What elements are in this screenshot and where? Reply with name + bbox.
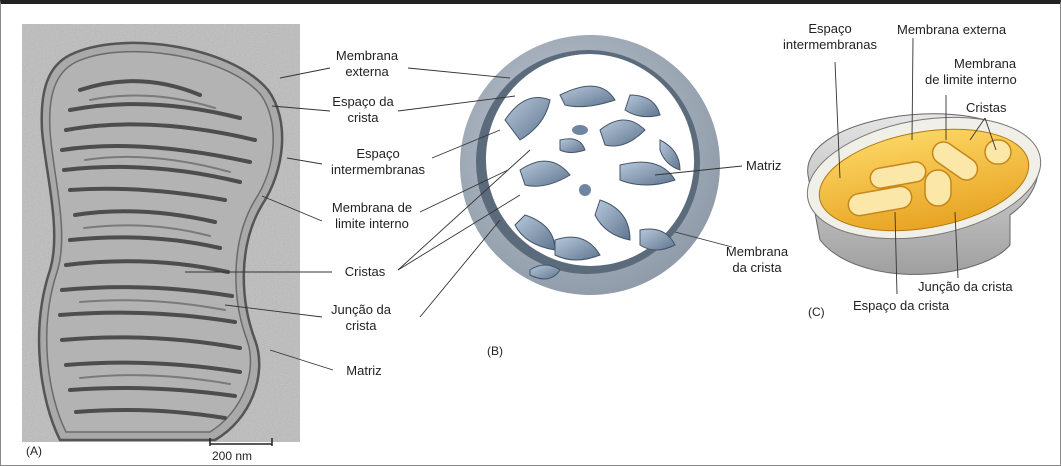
panel-b-tomogram xyxy=(439,14,740,315)
label-crista-space-2: crista xyxy=(347,110,379,125)
label-cristae: Cristas xyxy=(345,264,386,279)
label-outer-membrane-2: externa xyxy=(345,64,389,79)
label-matrix-a: Matriz xyxy=(346,363,381,378)
label-c-inner-boundary-2: de limite interno xyxy=(925,72,1017,87)
panel-c-model xyxy=(798,100,1051,274)
label-crista-junction-1: Junção da xyxy=(331,302,392,317)
label-crista-membrane-1: Membrana xyxy=(726,244,789,259)
panel-a-labels: Membrana externa Espaço da crista Espaço… xyxy=(331,48,425,378)
label-inner-boundary-2: limite interno xyxy=(335,216,409,231)
panel-a-letter: (A) xyxy=(26,444,42,458)
label-crista-space-1: Espaço da xyxy=(332,94,394,109)
label-intermembrane-2: intermembranas xyxy=(331,162,425,177)
panel-b-letter: (B) xyxy=(487,344,503,358)
label-c-cristae: Cristas xyxy=(966,100,1007,115)
label-c-intermembrane-1: Espaço xyxy=(808,21,851,36)
label-intermembrane-1: Espaço xyxy=(356,146,399,161)
panel-c-letter: (C) xyxy=(808,305,825,319)
label-crista-membrane-2: da crista xyxy=(732,260,782,275)
label-outer-membrane-1: Membrana xyxy=(336,48,399,63)
label-c-intermembrane-2: intermembranas xyxy=(783,37,877,52)
label-c-crista-space: Espaço da crista xyxy=(853,298,950,313)
panel-b-labels: Matriz Membrana da crista xyxy=(726,158,789,275)
label-inner-boundary-1: Membrana de xyxy=(332,200,412,215)
label-matrix-b: Matriz xyxy=(746,158,781,173)
label-crista-junction-2: crista xyxy=(345,318,377,333)
label-c-inner-boundary-1: Membrana xyxy=(954,56,1017,71)
scale-bar-label: 200 nm xyxy=(212,449,252,463)
label-c-crista-junction: Junção da crista xyxy=(918,279,1013,294)
label-c-outer-membrane: Membrana externa xyxy=(897,22,1007,37)
panel-a-micrograph xyxy=(22,24,300,442)
